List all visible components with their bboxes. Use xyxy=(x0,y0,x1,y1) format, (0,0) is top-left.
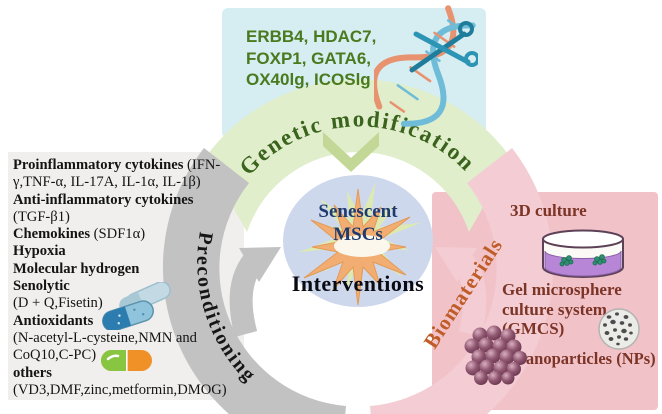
preconditioning-line: Anti-inflammatory cytokines xyxy=(13,191,194,208)
preconditioning-line: (VD3,DMF,zinc,metformin,DMOG) xyxy=(13,381,227,398)
preconditioning-line: (N-acetyl-L-cysteine,NMN and xyxy=(13,329,197,346)
biomaterials-item-3d-culture: 3D culture xyxy=(510,201,587,220)
preconditioning-line: CoQ10,C-PC) xyxy=(13,347,97,364)
center-subject-line1: Senescent xyxy=(318,201,398,222)
preconditioning-line: Molecular hydrogen xyxy=(13,260,140,277)
preconditioning-line: Senolytic xyxy=(13,278,70,295)
preconditioning-list: Proinflammatory cytokines (IFN-γ,TNF-α, … xyxy=(13,157,243,399)
starburst-highlight xyxy=(334,235,390,257)
preconditioning-line: (D + Q,Fisetin) xyxy=(13,295,103,312)
preconditioning-line: (TGF-β1) xyxy=(13,208,70,225)
preconditioning-line: γ,TNF-α, IL-17A, IL-1α, IL-1β) xyxy=(13,174,201,191)
preconditioning-line: Chemokines (SDF1α) xyxy=(13,226,146,243)
gray-curved-arrow-icon xyxy=(239,247,281,282)
biomaterials-item-nanoparticles: Nanoparticles (NPs) xyxy=(514,349,656,368)
preconditioning-line: Proinflammatory cytokines (IFN- xyxy=(13,157,221,173)
dna-scissors-icon xyxy=(374,5,478,127)
biomaterials-item-gmcs: Gel microsphere culture system (GMCS) xyxy=(502,280,622,338)
culture-dish-icon xyxy=(542,229,624,278)
porous-microsphere-icon xyxy=(598,308,640,350)
center-title: Interventions xyxy=(291,271,425,296)
preconditioning-line: Antioxidants xyxy=(13,312,94,329)
center-subject-line2: MSCs xyxy=(333,224,383,245)
preconditioning-band xyxy=(162,148,346,414)
green-orange-capsule-icon xyxy=(101,350,152,371)
capsule-pills-icon xyxy=(102,282,171,330)
gene-list: ERBB4, HDAC7, FOXP1, GATA6, OX40lg, ICOS… xyxy=(246,27,377,89)
preconditioning-line: Hypoxia xyxy=(13,243,66,260)
pink-curved-arrow-icon xyxy=(435,247,477,282)
green-arrow-icon xyxy=(323,132,379,172)
nanoparticle-cluster-icon xyxy=(464,325,527,385)
preconditioning-line: others xyxy=(13,364,52,381)
